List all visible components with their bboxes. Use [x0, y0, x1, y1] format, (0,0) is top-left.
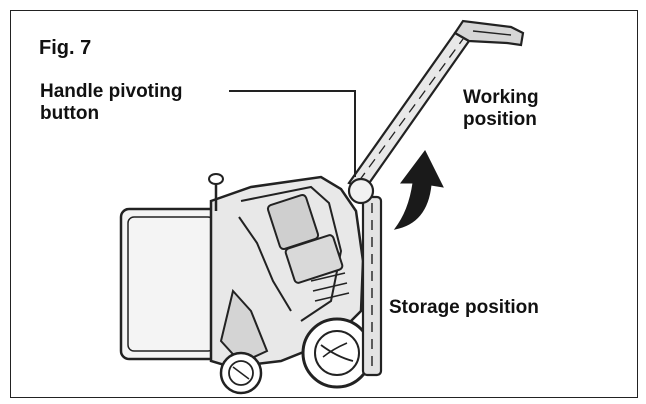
grass-bag: [119, 207, 223, 361]
working-handle: [347, 19, 525, 191]
pivot-button-label: Handle pivoting button: [40, 81, 183, 124]
pivot-button: [347, 177, 375, 205]
pivot-leader-line: [229, 90, 356, 177]
front-wheel: [219, 351, 263, 395]
storage-position-label: Storage position: [389, 297, 539, 318]
mower-illustration: [119, 19, 525, 395]
working-position-label: Working position: [463, 87, 539, 130]
figure-frame: Fig. 7 Handle pivoting button Working po…: [10, 10, 638, 398]
storage-handle: [361, 195, 383, 377]
rear-wheel: [301, 317, 373, 389]
rotation-arrow: [393, 150, 444, 230]
figure-label: Fig. 7: [39, 37, 92, 59]
mower-body: [208, 173, 365, 369]
